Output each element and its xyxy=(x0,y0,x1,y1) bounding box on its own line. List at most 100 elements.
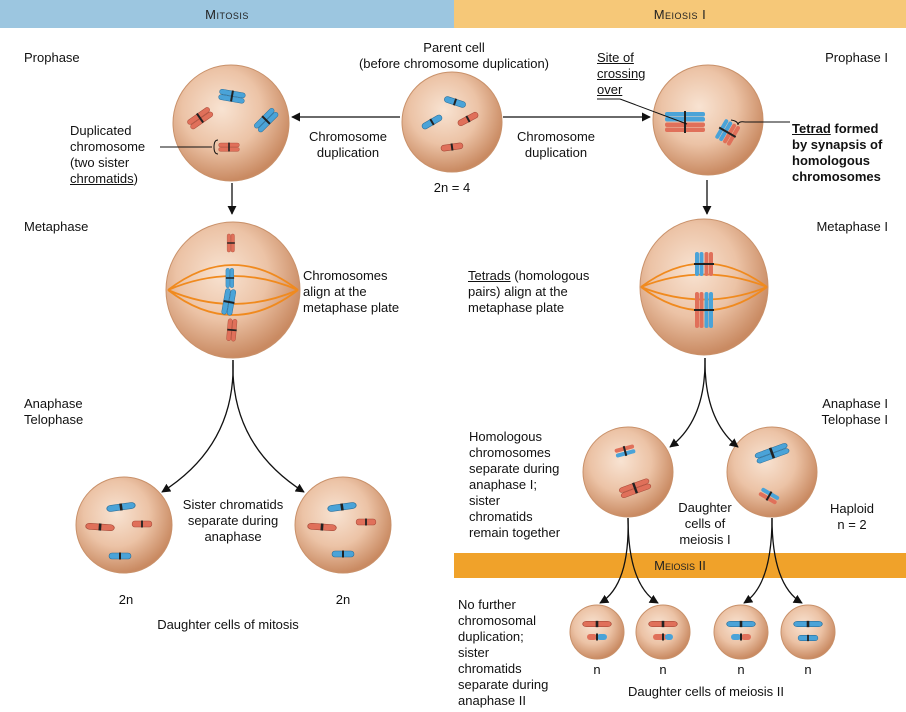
tetrad-line2: by synapsis of xyxy=(792,137,883,152)
meiosis1-daughters-line1: Daughter xyxy=(678,500,732,515)
no-further-line2: chromosomal xyxy=(458,613,537,628)
tetrad-bracket xyxy=(730,119,746,126)
meiosis-align-line2: pairs) align at the xyxy=(468,284,568,299)
homologous-line5: sister xyxy=(469,493,501,508)
meiosis2-arrow-4 xyxy=(771,517,803,604)
stage-prophase1-label: Prophase I xyxy=(825,50,888,65)
tetrad-formed-label: Tetrad formed by synapsis of homologous … xyxy=(792,121,882,185)
mitosis-prophase-cell xyxy=(172,64,290,182)
duplication-right-line1: Chromosome xyxy=(516,129,596,144)
haploid-line2: n = 2 xyxy=(837,517,867,532)
meiosis-prophase1-cell xyxy=(652,64,764,176)
mitosis-align-label: Chromosomes align at the metaphase plate xyxy=(303,268,399,316)
duplicated-chromosome-bracket xyxy=(213,139,219,155)
meiosis2-n-label-3: n xyxy=(737,662,745,677)
crossing-line3: over xyxy=(597,82,623,97)
meiosis1-daughter-cell-right xyxy=(726,426,818,518)
mitosis-align-line1: Chromosomes xyxy=(303,268,388,283)
homologous-line1: Homologous xyxy=(469,429,542,444)
tetrad-line3: homologous xyxy=(792,153,870,168)
homologous-line2: chromosomes xyxy=(469,445,551,460)
meiosis1-daughters-line3: meiosis I xyxy=(679,532,731,547)
meiosis2-daughters-caption: Daughter cells of meiosis II xyxy=(627,684,785,699)
tetrad-line4: chromosomes xyxy=(792,169,881,184)
mitosis-header-label: Mitosis xyxy=(205,6,249,22)
tetrad-formed-word: formed xyxy=(830,121,879,136)
mitosis-daughter-cell-left xyxy=(75,476,173,574)
parent-ploidy-label: 2n = 4 xyxy=(433,180,471,195)
mitosis-daughters-caption: Daughter cells of mitosis xyxy=(157,617,299,632)
tetrad-line1: Tetrad formed xyxy=(792,121,882,137)
meiosis-align-rest: (homologous xyxy=(510,268,590,283)
mitosis-metaphase-cell xyxy=(165,221,301,359)
stage-anaphase-telophase-label: Anaphase Telophase xyxy=(24,396,83,428)
no-further-line3: duplication; xyxy=(458,629,524,644)
meiosis-arrow-to-left-daughter xyxy=(669,357,706,448)
duplicated-line1: Duplicated xyxy=(70,123,132,138)
duplicated-line4: chromatids) xyxy=(70,171,145,187)
stage-metaphase-label: Metaphase xyxy=(24,219,89,234)
meiosis2-band-label: Meiosis II xyxy=(654,558,706,573)
tetrads-term: Tetrads xyxy=(468,268,511,283)
meiosis1-daughters-label: Daughter cells of meiosis I xyxy=(668,500,742,548)
homologous-separate-label: Homologous chromosomes separate during a… xyxy=(469,429,560,541)
no-further-line5: chromatids xyxy=(458,661,522,676)
homologous-line7: remain together xyxy=(469,525,561,540)
mitosis-daughter-right-ploidy: 2n xyxy=(335,592,351,607)
sister-separate-line1: Sister chromatids xyxy=(182,497,284,512)
duplication-left-line1: Chromosome xyxy=(308,129,388,144)
mitosis-align-line2: align at the xyxy=(303,284,367,299)
stage-metaphase1-label: Metaphase I xyxy=(816,219,888,234)
duplicated-chromosome-label: Duplicated chromosome (two sister chroma… xyxy=(70,123,145,187)
duplication-right-line2: duplication xyxy=(524,145,588,160)
parent-cell-label-line1: Parent cell xyxy=(423,40,485,55)
sister-separate-line3: anaphase xyxy=(204,529,262,544)
meiosis2-daughter-cell-2 xyxy=(635,604,691,660)
crossing-over-label: Site of crossing over xyxy=(597,50,645,98)
parent-cell xyxy=(401,71,503,173)
duplicated-close-paren: ) xyxy=(133,171,138,186)
meiosis2-n-label-1: n xyxy=(593,662,601,677)
duplicated-line2: chromosome xyxy=(70,139,146,154)
stage-telophase1-label: Telophase I xyxy=(821,412,889,427)
stage-telophase-label: Telophase xyxy=(24,412,84,427)
pointer-lines xyxy=(160,98,790,155)
mitosis-daughter-left-ploidy: 2n xyxy=(118,592,134,607)
meiosis2-n-label-2: n xyxy=(659,662,667,677)
no-further-line7: anaphase II xyxy=(458,693,526,708)
homologous-line6: chromatids xyxy=(469,509,533,524)
sister-separate-line2: separate during xyxy=(187,513,279,528)
no-further-line6: separate during xyxy=(458,677,549,692)
process-arrows xyxy=(161,112,803,604)
homologous-line4: anaphase I; xyxy=(469,477,537,492)
chromatids-term: chromatids xyxy=(70,171,134,186)
mitosis-arrow-to-right-daughter xyxy=(232,359,305,493)
homologous-line3: separate during xyxy=(469,461,560,476)
meiosis1-header: Meiosis I xyxy=(454,0,906,28)
meiosis-align-line1: Tetrads (homologous xyxy=(468,268,589,284)
meiosis1-daughters-line2: cells of xyxy=(684,516,726,531)
stage-anaphase1-label: Anaphase I xyxy=(822,396,888,411)
sister-separate-label: Sister chromatids separate during anapha… xyxy=(170,497,296,545)
duplication-left-line2: duplication xyxy=(316,145,380,160)
meiosis-align-line3: metaphase plate xyxy=(468,300,565,315)
parent-cell-label: Parent cell (before chromosome duplicati… xyxy=(357,40,551,72)
stage-prophase-label: Prophase xyxy=(24,50,80,65)
duplication-label-right: Chromosome duplication xyxy=(508,129,604,161)
parent-cell-label-line2: (before chromosome duplication) xyxy=(358,56,550,71)
meiosis2-daughter-cell-4 xyxy=(780,604,836,660)
meiosis2-arrow-1 xyxy=(599,517,629,604)
no-further-line1: No further xyxy=(458,597,516,612)
duplicated-line3: (two sister xyxy=(70,155,130,170)
mitosis-arrow-to-left-daughter xyxy=(161,359,234,493)
stage-anaphase1-telophase1-label: Anaphase I Telophase I xyxy=(796,396,889,428)
meiosis-arrow-to-right-daughter xyxy=(704,357,739,448)
meiosis2-daughter-cell-1 xyxy=(569,604,625,660)
meiosis2-band: Meiosis II xyxy=(454,553,906,578)
haploid-line1: Haploid xyxy=(829,501,875,516)
meiosis2-arrow-2 xyxy=(627,517,659,604)
no-further-line4: sister xyxy=(458,645,490,660)
stage-anaphase-label: Anaphase xyxy=(24,396,83,411)
mitosis-align-line3: metaphase plate xyxy=(303,300,400,315)
